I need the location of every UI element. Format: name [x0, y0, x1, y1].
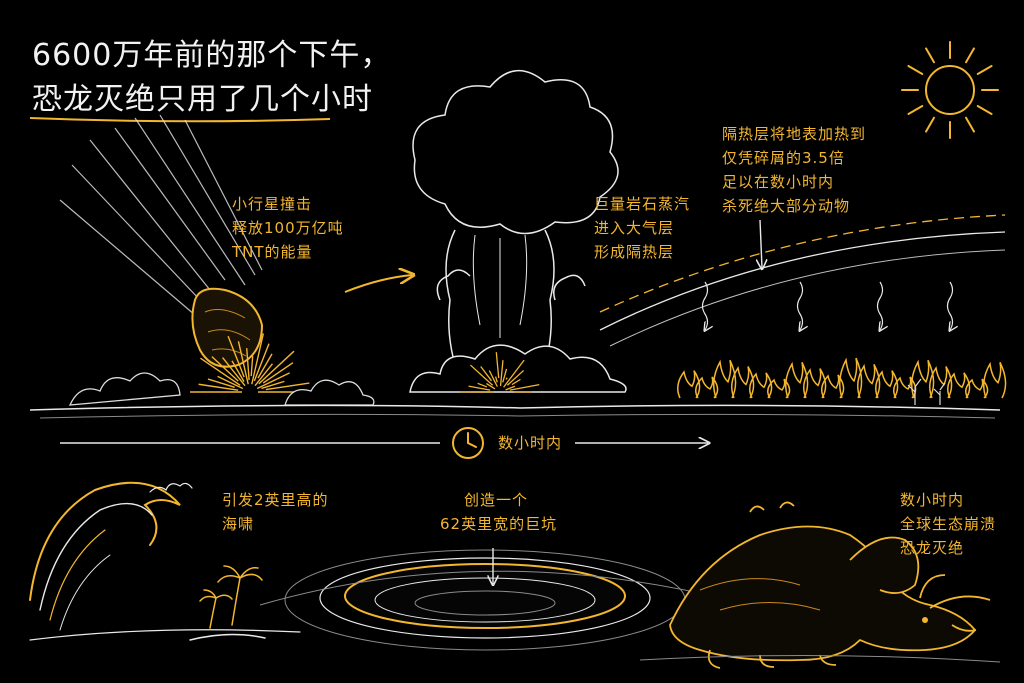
- tsunami-label: 引发2英里高的 海啸: [222, 488, 329, 536]
- vapor-label-line-2: 进入大气层: [594, 219, 675, 237]
- crater-label-line-2: 62英里宽的巨坑: [440, 515, 558, 533]
- extinction-label-line-3: 恐龙灭绝: [900, 539, 965, 557]
- impact-label-line-3: TNT的能量: [232, 243, 313, 261]
- sun-icon: [901, 41, 999, 139]
- tsunami-wave: [29, 481, 301, 641]
- insulating-layer-arcs: [599, 214, 1006, 347]
- title-underline: [29, 117, 331, 123]
- extinction-label-line-2: 全球生态崩溃: [900, 515, 997, 533]
- arrow-heat-label: [760, 219, 762, 268]
- heat-label-line-3: 足以在数小时内: [722, 173, 835, 191]
- vapor-explosion: [460, 352, 540, 393]
- meteor-streaks: [59, 114, 263, 316]
- heat-label-line-4: 杀死绝大部分动物: [722, 197, 851, 215]
- page-title: 6600万年前的那个下午， 恐龙灭绝只用了几个小时: [32, 34, 391, 122]
- heat-label-line-2: 仅凭碎屑的3.5倍: [722, 149, 845, 167]
- ground-line: [29, 404, 1001, 411]
- timeline-label: 数小时内: [498, 434, 563, 452]
- impact-explosion: [190, 333, 310, 393]
- burnt-trees: [907, 378, 946, 405]
- asteroid: [191, 287, 264, 368]
- palm-trees: [189, 565, 266, 641]
- impact-label-line-1: 小行星撞击: [232, 195, 313, 213]
- arrow-impact-to-vapor: [344, 275, 412, 293]
- crater: [259, 549, 731, 651]
- crater-label-line-1: 创造一个: [463, 491, 528, 509]
- title-line-1: 6600万年前的那个下午，: [32, 38, 392, 73]
- impact-dust: [68, 372, 375, 406]
- vapor-label-line-3: 形成隔热层: [594, 243, 675, 261]
- heat-label: 隔热层将地表加热到 仅凭碎屑的3.5倍 足以在数小时内 杀死绝大部分动物: [722, 122, 866, 218]
- vapor-label-line-1: 巨量岩石蒸汽: [594, 195, 691, 213]
- heat-label-line-1: 隔热层将地表加热到: [722, 125, 867, 143]
- clock-icon: [452, 427, 484, 459]
- impact-label: 小行星撞击 释放100万亿吨 TNT的能量: [232, 192, 344, 264]
- dinosaur-triceratops: [669, 501, 991, 669]
- heat-radiation-arrows: [701, 281, 953, 330]
- impact-label-line-2: 释放100万亿吨: [232, 219, 344, 237]
- extinction-label: 数小时内 全球生态崩溃 恐龙灭绝: [900, 488, 996, 560]
- tsunami-label-line-1: 引发2英里高的: [222, 491, 329, 509]
- title-line-2: 恐龙灭绝只用了几个小时: [32, 82, 373, 117]
- tsunami-label-line-2: 海啸: [222, 515, 255, 533]
- wildfires: [677, 357, 1007, 399]
- vapor-label: 巨量岩石蒸汽 进入大气层 形成隔热层: [594, 192, 690, 264]
- crater-label: 创造一个 62英里宽的巨坑: [440, 488, 558, 536]
- extinction-label-line-1: 数小时内: [900, 491, 965, 509]
